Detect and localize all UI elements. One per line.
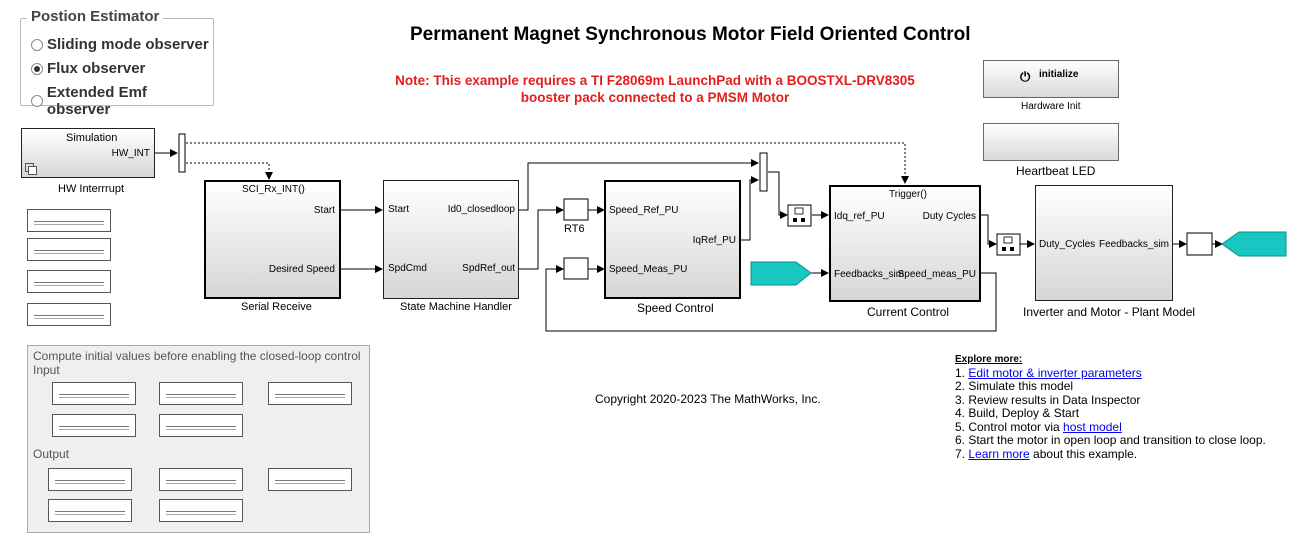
hw-int-port: HW_INT bbox=[111, 148, 150, 159]
explore-item-6: 6. Start the motor in open loop and tran… bbox=[955, 433, 1266, 447]
state-machine-block[interactable]: Start SpdCmd Id0_closedloop SpdRef_out bbox=[383, 180, 519, 299]
speed-control-block[interactable]: Speed_Ref_PU Speed_Meas_PU IqRef_PU bbox=[604, 180, 741, 299]
iqref-port: IqRef_PU bbox=[692, 235, 736, 246]
explore-item-2: 2. Simulate this model bbox=[955, 379, 1074, 393]
feedbacks-sim-port: Feedbacks_sim bbox=[1098, 239, 1169, 250]
input-widget[interactable] bbox=[268, 382, 352, 405]
position-estimator-legend: Postion Estimator bbox=[27, 8, 164, 25]
output-widget[interactable] bbox=[48, 468, 132, 491]
start-in-port: Start bbox=[388, 204, 410, 215]
input-label: Input bbox=[33, 363, 60, 377]
start-port: Start bbox=[313, 205, 335, 216]
hw-interrupt-block[interactable]: Simulation HW_INT bbox=[21, 128, 155, 178]
trigger-port: SCI_Rx_INT() bbox=[242, 184, 305, 195]
subsystem-link-icon bbox=[25, 163, 37, 175]
radio-unchecked-icon bbox=[31, 38, 43, 51]
hardware-note: Note: This example requires a TI F28069m… bbox=[395, 73, 915, 105]
hw-interrupt-inner-label: Simulation bbox=[66, 132, 118, 144]
goto-tag-feedbacks bbox=[750, 261, 812, 286]
input-widget[interactable] bbox=[159, 414, 243, 437]
input-widget[interactable] bbox=[52, 414, 136, 437]
radio-label: Sliding mode observer bbox=[47, 36, 209, 53]
position-estimator-group: Postion Estimator Sliding mode observer … bbox=[20, 8, 214, 118]
duty-cycles-in-port: Duty_Cycles bbox=[1039, 239, 1096, 250]
radio-checked-icon bbox=[31, 62, 43, 75]
copyright-text: Copyright 2020-2023 The MathWorks, Inc. bbox=[595, 392, 821, 406]
state-machine-caption: State Machine Handler bbox=[400, 301, 512, 313]
power-icon: ⏻ bbox=[1020, 69, 1031, 84]
radio-unchecked-icon bbox=[31, 95, 43, 107]
host-model-link[interactable]: host model bbox=[1063, 419, 1122, 434]
radio-flux-observer[interactable]: Flux observer bbox=[31, 60, 145, 77]
speed-meas-port: Speed_Meas_PU bbox=[609, 264, 688, 275]
explore-item-7: 7. Learn more about this example. bbox=[955, 446, 1138, 461]
output-widget[interactable] bbox=[48, 499, 132, 522]
serial-receive-caption: Serial Receive bbox=[241, 301, 312, 313]
rate-transition-block bbox=[563, 198, 589, 221]
duty-cycles-port: Duty Cycles bbox=[922, 211, 976, 222]
heartbeat-led-block[interactable] bbox=[983, 123, 1119, 161]
radio-sliding-mode[interactable]: Sliding mode observer bbox=[31, 36, 209, 53]
trigger-port: Trigger() bbox=[889, 189, 927, 200]
speed-control-caption: Speed Control bbox=[637, 301, 714, 315]
widget-block[interactable] bbox=[27, 303, 111, 326]
rt6-caption: RT6 bbox=[564, 223, 585, 235]
radio-extended-emf[interactable]: Extended Emf observer bbox=[31, 84, 213, 118]
feedbacks-in-port: Feedbacks_sim bbox=[834, 269, 905, 280]
serial-receive-block[interactable]: SCI_Rx_INT() Start Desired Speed bbox=[204, 180, 341, 299]
speed-ref-port: Speed_Ref_PU bbox=[609, 205, 679, 216]
converter-icon-2 bbox=[996, 233, 1021, 256]
widget-block[interactable] bbox=[27, 209, 111, 232]
output-label: Output bbox=[33, 447, 70, 461]
hardware-init-caption: Hardware Init bbox=[1021, 101, 1081, 112]
spdcmd-port: SpdCmd bbox=[388, 263, 427, 274]
radio-label: Extended Emf observer bbox=[46, 84, 147, 118]
hw-interrupt-caption: HW Interrrupt bbox=[58, 183, 125, 195]
idq-ref-port: Idq_ref_PU bbox=[834, 211, 885, 222]
desired-speed-port: Desired Speed bbox=[268, 264, 335, 275]
explore-item-1: 1. Edit motor & inverter parameters bbox=[955, 365, 1142, 380]
converter-icon-1 bbox=[787, 204, 812, 227]
plant-model-caption: Inverter and Motor - Plant Model bbox=[1023, 305, 1196, 319]
heartbeat-led-caption: Heartbeat LED bbox=[1016, 164, 1096, 178]
output-widget[interactable] bbox=[268, 468, 352, 491]
model-title: Permanent Magnet Synchronous Motor Field… bbox=[410, 24, 971, 45]
explore-item-3: 3. Review results in Data Inspector bbox=[955, 392, 1141, 407]
widget-block[interactable] bbox=[27, 238, 111, 261]
spdref-out-port: SpdRef_out bbox=[462, 263, 515, 274]
explore-heading: Explore more: bbox=[955, 354, 1023, 365]
speed-meas-out-port: Speed_meas_PU bbox=[897, 269, 976, 280]
explore-more-list: Explore more: 1. Edit motor & inverter p… bbox=[955, 353, 1266, 461]
input-widget[interactable] bbox=[52, 382, 136, 405]
initial-values-panel: Compute initial values before enabling t… bbox=[27, 345, 370, 533]
input-widget[interactable] bbox=[159, 382, 243, 405]
radio-label: Flux observer bbox=[47, 60, 146, 77]
unit-delay-block-1 bbox=[563, 257, 589, 280]
unit-delay-block-2 bbox=[1186, 232, 1213, 256]
output-widget[interactable] bbox=[159, 499, 243, 522]
current-control-caption: Current Control bbox=[867, 305, 950, 319]
from-tag-feedbacks bbox=[1221, 231, 1287, 257]
current-control-block[interactable]: Trigger() Idq_ref_PU Feedbacks_sim Duty … bbox=[829, 185, 981, 302]
learn-more-link[interactable]: Learn more bbox=[968, 446, 1030, 461]
explore-item-5: 5. Control motor via host model bbox=[955, 419, 1122, 434]
panel-heading: Compute initial values before enabling t… bbox=[33, 349, 361, 363]
initialize-label: initialize bbox=[1039, 69, 1079, 80]
hardware-init-button[interactable]: ⏻ initialize bbox=[983, 60, 1119, 98]
plant-model-block[interactable]: Duty_Cycles Feedbacks_sim bbox=[1035, 185, 1173, 301]
output-widget[interactable] bbox=[159, 468, 243, 491]
id0-closedloop-port: Id0_closedloop bbox=[447, 204, 515, 215]
edit-parameters-link[interactable]: Edit motor & inverter parameters bbox=[968, 365, 1142, 380]
explore-item-4: 4. Build, Deploy & Start bbox=[955, 406, 1080, 420]
widget-block[interactable] bbox=[27, 270, 111, 293]
